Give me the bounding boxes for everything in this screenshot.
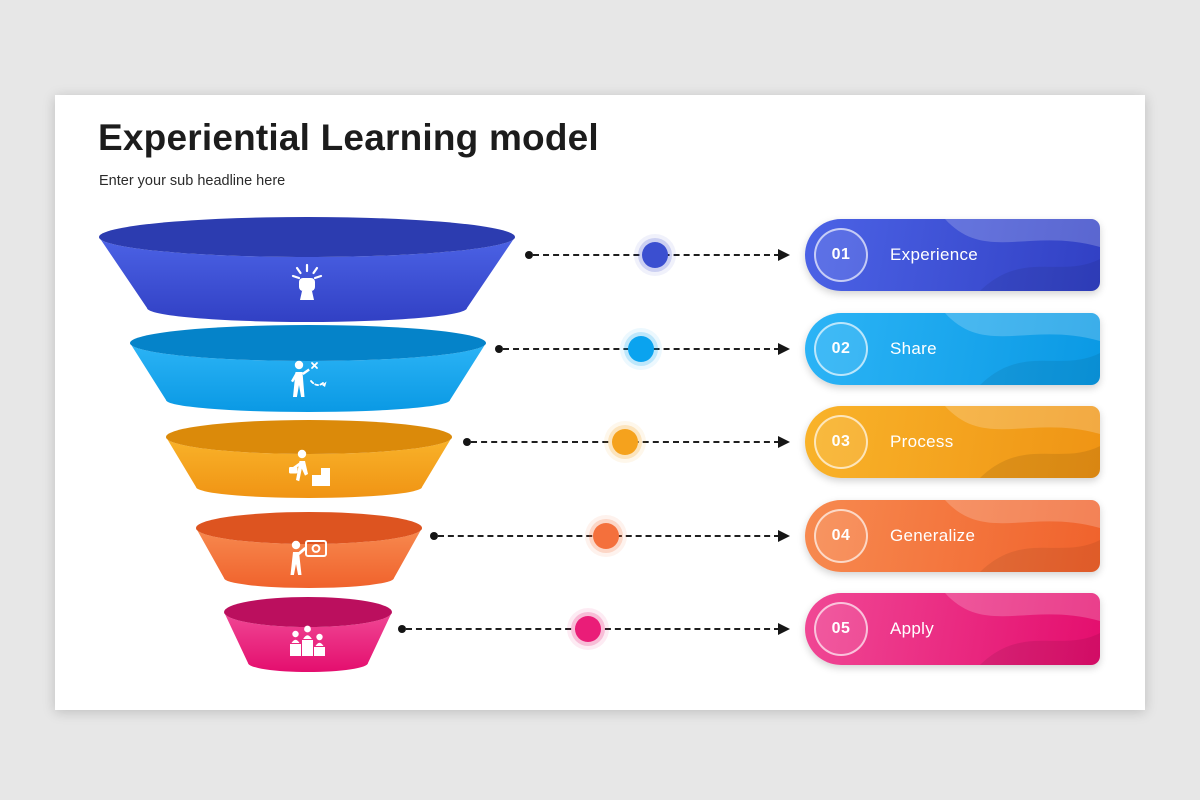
connector-node (642, 242, 668, 268)
bar-wave-decoration (945, 406, 1100, 478)
connector-start-dot (463, 438, 471, 446)
connector-row-generalize (430, 518, 790, 554)
person-climbing-stairs-icon (289, 449, 330, 486)
person-presenting-icon (290, 540, 327, 575)
connector-start-dot (525, 251, 533, 259)
funnel-diagram (99, 217, 515, 672)
step-number-badge: 05 (814, 602, 868, 656)
step-number: 04 (831, 527, 851, 544)
connector-start-dot (398, 625, 406, 633)
step-number: 02 (831, 340, 851, 357)
funnel-layer-experience (99, 217, 515, 322)
arrowhead-icon (778, 249, 790, 261)
connector-start-dot (495, 345, 503, 353)
connector-start-dot (430, 532, 438, 540)
step-label: Experience (890, 245, 979, 264)
step-bar-apply: 05 Apply (805, 593, 1100, 665)
step-number-badge: 04 (814, 509, 868, 563)
bar-wave-decoration (945, 219, 1100, 291)
connector-row-apply (398, 611, 790, 647)
page-subtitle: Enter your sub headline here (99, 173, 286, 189)
step-number-badge: 02 (814, 322, 868, 376)
bar-wave-decoration (945, 500, 1100, 572)
arrowhead-icon (778, 436, 790, 448)
step-number-badge: 01 (814, 228, 868, 282)
fist-idea-icon (291, 263, 323, 300)
connector-row-process (463, 424, 790, 460)
bar-wave-decoration (945, 313, 1100, 385)
arrowhead-icon (778, 623, 790, 635)
step-label: Process (890, 432, 954, 451)
step-bar-process: 03 Process (805, 406, 1100, 478)
step-label: Generalize (890, 526, 976, 545)
step-label: Share (890, 339, 937, 358)
connector-node (593, 523, 619, 549)
connector-node (575, 616, 601, 642)
connector-node (628, 336, 654, 362)
arrowhead-icon (778, 343, 790, 355)
step-bar-share: 02 Share (805, 313, 1100, 385)
step-number: 05 (831, 620, 851, 637)
arrowhead-icon (778, 530, 790, 542)
step-number: 01 (831, 246, 851, 263)
connector-row-experience (525, 237, 790, 273)
person-strategy-icon (291, 360, 327, 397)
funnel-layer-generalize (196, 512, 422, 588)
slide-canvas: Experiential Learning model Enter your s… (55, 95, 1145, 710)
step-label: Apply (890, 619, 935, 638)
podium-winners-icon (290, 625, 325, 656)
step-bar-experience: 01 Experience (805, 219, 1100, 291)
connector-row-share (495, 331, 790, 367)
bar-wave-decoration (945, 593, 1100, 665)
page-title: Experiential Learning model (98, 117, 599, 158)
step-number: 03 (831, 433, 851, 450)
step-bar-generalize: 04 Generalize (805, 500, 1100, 572)
funnel-layer-process (166, 420, 452, 498)
connector-node (612, 429, 638, 455)
funnel-layer-share (130, 325, 486, 412)
funnel-layer-apply (224, 597, 392, 672)
step-number-badge: 03 (814, 415, 868, 469)
